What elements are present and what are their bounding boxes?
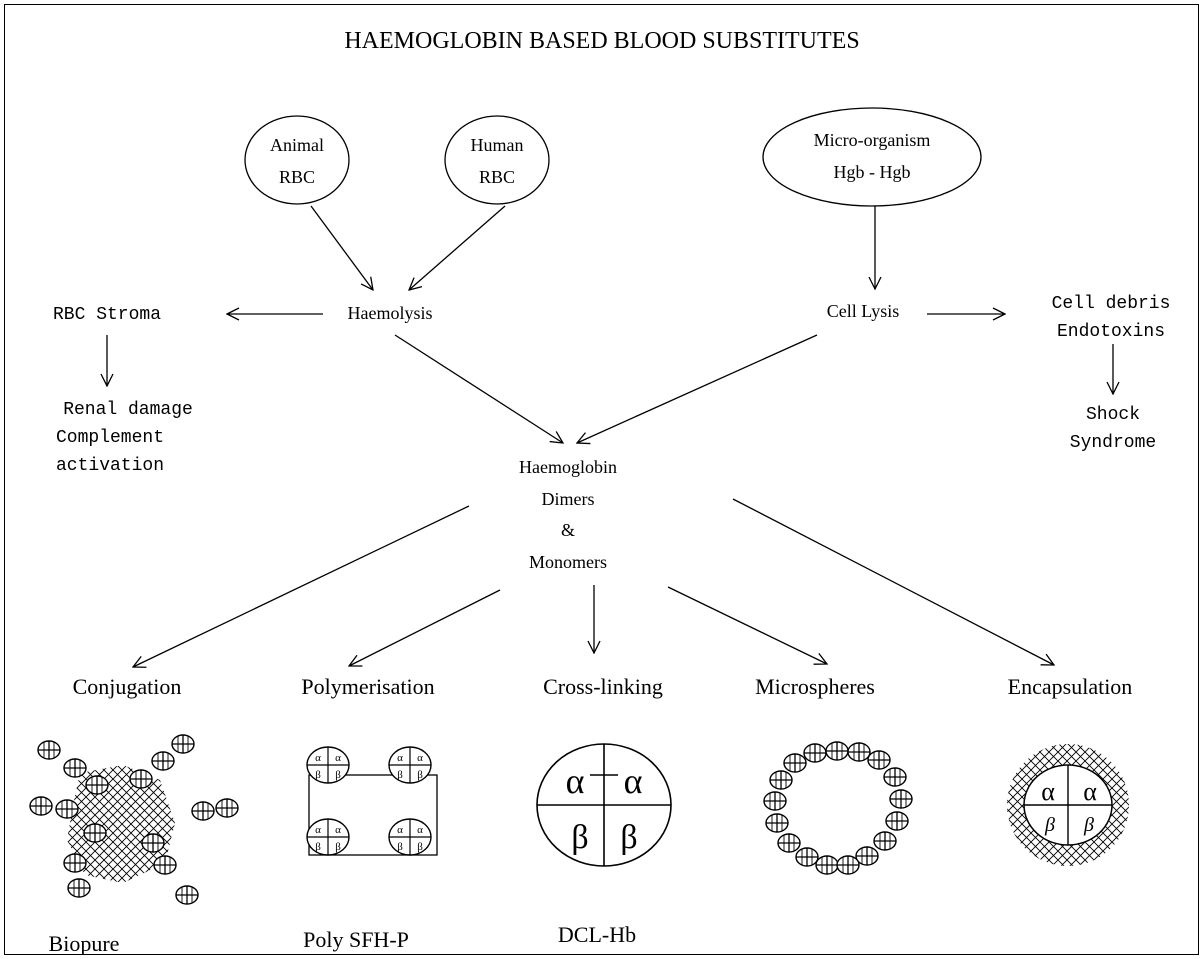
svg-text:α: α: [417, 824, 423, 836]
svg-text:β: β: [335, 769, 341, 781]
human-rbc-node: Human RBC: [444, 115, 550, 205]
svg-text:α: α: [397, 752, 403, 764]
complement-label: Complement: [56, 428, 164, 448]
animal-rbc-label-1: Animal: [270, 135, 324, 155]
method-polymerisation: Polymerisation: [301, 674, 434, 699]
centre-monomers: Monomers: [529, 552, 607, 572]
human-rbc-label-1: Human: [471, 135, 524, 155]
activation-label: activation: [56, 456, 164, 476]
cell-debris-label: Cell debris: [1052, 294, 1171, 314]
svg-text:β: β: [335, 841, 341, 853]
polymerisation-illustration: α α β β α α β β α α β β α α: [306, 746, 438, 856]
centre-haemoglobin: Haemoglobin: [519, 457, 617, 477]
svg-text:α: α: [1083, 777, 1097, 806]
arrow-centre-to-encapsulation: [732, 498, 1054, 665]
centre-dimers: Dimers: [542, 489, 595, 509]
svg-text:α: α: [335, 824, 341, 836]
method-encapsulation: Encapsulation: [1008, 674, 1133, 699]
animal-rbc-label-2: RBC: [279, 167, 315, 187]
microspheres-illustration: [763, 741, 913, 875]
arrow-cell-lysis-to-centre: [577, 334, 818, 443]
renal-damage-label: Renal damage: [63, 400, 193, 420]
rbc-stroma-label: RBC Stroma: [53, 305, 161, 325]
svg-text:α: α: [1041, 777, 1055, 806]
arrow-centre-to-microspheres: [667, 586, 827, 664]
svg-text:α: α: [397, 824, 403, 836]
arrow-human-to-haemolysis: [409, 205, 506, 290]
arrow-haemolysis-to-centre: [394, 334, 563, 443]
product-dcl-hb: DCL-Hb: [558, 922, 636, 947]
micro-organism-label-1: Micro-organism: [814, 130, 931, 150]
conjugation-illustration: [29, 734, 239, 905]
svg-text:α: α: [315, 752, 321, 764]
svg-text:α: α: [624, 761, 643, 801]
product-biopure: Biopure: [49, 931, 120, 955]
syndrome-label: Syndrome: [1070, 433, 1156, 453]
cell-lysis-label: Cell Lysis: [827, 301, 900, 321]
encapsulation-illustration: α α β β: [1007, 744, 1129, 866]
svg-text:β: β: [1044, 814, 1055, 836]
method-conjugation: Conjugation: [73, 674, 182, 699]
animal-rbc-node: Animal RBC: [244, 115, 350, 205]
product-poly-sfh-p: Poly SFH-P: [303, 927, 409, 952]
svg-text:β: β: [571, 819, 588, 856]
svg-text:β: β: [315, 841, 321, 853]
svg-text:α: α: [315, 824, 321, 836]
arrow-animal-to-haemolysis: [310, 205, 373, 290]
svg-text:β: β: [397, 841, 403, 853]
endotoxins-label: Endotoxins: [1057, 322, 1165, 342]
cross-linking-illustration: α α β β: [536, 743, 672, 867]
svg-text:α: α: [566, 761, 585, 801]
haemolysis-label: Haemolysis: [348, 303, 433, 323]
micro-organism-node: Micro-organism Hgb - Hgb: [762, 107, 982, 207]
svg-text:β: β: [417, 769, 423, 781]
flow-arrows: [107, 205, 1113, 667]
svg-text:β: β: [315, 769, 321, 781]
flow-diagram: HAEMOGLOBIN BASED BLOOD SUBSTITUTES Anim…: [29, 28, 1171, 955]
svg-text:β: β: [1083, 814, 1094, 836]
method-microspheres: Microspheres: [755, 674, 875, 699]
arrow-centre-to-polymerisation: [349, 589, 501, 666]
shock-label: Shock: [1086, 405, 1140, 425]
diagram-title: HAEMOGLOBIN BASED BLOOD SUBSTITUTES: [344, 28, 859, 54]
svg-text:β: β: [417, 841, 423, 853]
arrow-centre-to-conjugation: [133, 505, 470, 667]
svg-text:α: α: [417, 752, 423, 764]
method-cross-linking: Cross-linking: [543, 674, 663, 699]
diagram-frame: HAEMOGLOBIN BASED BLOOD SUBSTITUTES Anim…: [4, 4, 1199, 955]
centre-ampersand: &: [561, 520, 575, 540]
svg-text:β: β: [397, 769, 403, 781]
micro-organism-label-2: Hgb - Hgb: [834, 162, 911, 182]
svg-text:β: β: [620, 819, 637, 856]
svg-text:α: α: [335, 752, 341, 764]
human-rbc-label-2: RBC: [479, 167, 515, 187]
